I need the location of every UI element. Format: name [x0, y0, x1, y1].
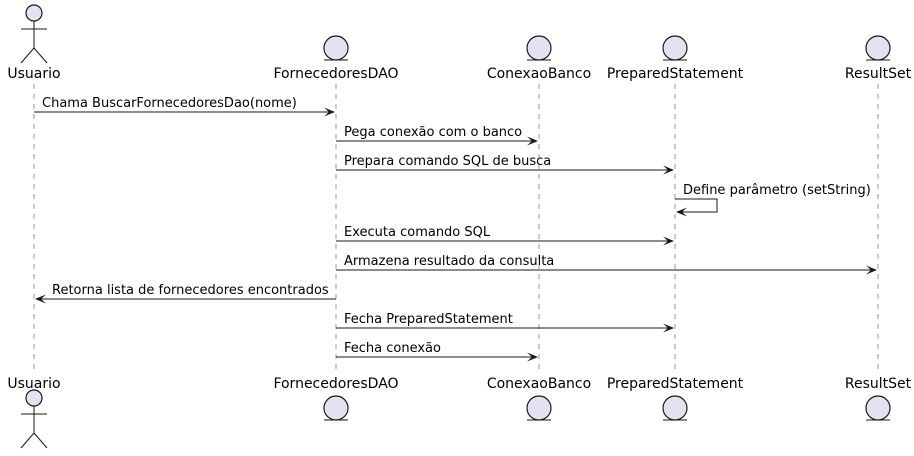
message: Pega conexão com o banco	[336, 125, 538, 146]
participant-name-top: ConexaoBanco	[487, 66, 591, 82]
actor-head-icon	[25, 4, 43, 22]
message: Prepara comando SQL de busca	[336, 154, 674, 175]
entity-icon	[323, 35, 349, 61]
arrowhead	[324, 107, 335, 117]
arrowhead	[663, 236, 674, 246]
self-message-line	[675, 198, 718, 213]
messages: Chama BuscarFornecedoresDao(nome) Pega co…	[34, 96, 877, 362]
entity-icon	[662, 395, 688, 421]
entity-icon	[526, 395, 552, 421]
actor-leg-right	[33, 47, 48, 64]
participant-name-top: PreparedStatement	[607, 66, 744, 82]
participant-name-bottom: ResultSet	[845, 376, 912, 392]
participant-name-top: Usuario	[7, 66, 60, 82]
actor-head-icon	[25, 389, 43, 407]
message: Armazena resultado da consulta	[336, 254, 877, 275]
message-label: Pega conexão com o banco	[344, 125, 522, 140]
message-label: Armazena resultado da consulta	[344, 254, 554, 269]
arrowhead	[676, 207, 687, 217]
arrowhead	[663, 165, 674, 175]
participant-name-bottom: Usuario	[7, 376, 60, 392]
message-label: Retorna lista de fornecedores encontrado…	[52, 283, 329, 298]
participant-name-top: ResultSet	[845, 66, 912, 82]
message-label: Prepara comando SQL de busca	[344, 154, 551, 169]
arrowhead	[527, 136, 538, 146]
arrowhead	[527, 352, 538, 362]
arrowhead	[866, 265, 877, 275]
actor-leg-right	[33, 432, 48, 449]
entity-icon	[865, 35, 891, 61]
message: Fecha PreparedStatement	[336, 312, 674, 333]
arrowhead	[35, 294, 46, 304]
participant-name-bottom: ConexaoBanco	[487, 376, 591, 392]
arrowhead	[663, 323, 674, 333]
participant-name-bottom: FornecedoresDAO	[273, 376, 398, 392]
message: Retorna lista de fornecedores encontrado…	[35, 283, 336, 304]
entity-icon	[323, 395, 349, 421]
participant-name-bottom: PreparedStatement	[607, 376, 744, 392]
lifelines	[33, 84, 879, 370]
message-label: Fecha PreparedStatement	[344, 312, 513, 327]
message-label: Chama BuscarFornecedoresDao(nome)	[42, 96, 297, 111]
participants: UsuarioUsuarioFornecedoresDAOFornecedore…	[7, 4, 912, 449]
entity-icon	[526, 35, 552, 61]
entity-icon	[865, 395, 891, 421]
message-label: Fecha conexão	[344, 341, 441, 356]
message: Chama BuscarFornecedoresDao(nome)	[34, 96, 335, 117]
participant-name-top: FornecedoresDAO	[273, 66, 398, 82]
entity-icon	[662, 35, 688, 61]
message-label: Executa comando SQL	[344, 225, 491, 240]
message: Define parâmetro (setString)	[675, 183, 871, 217]
actor-leg-left	[20, 432, 35, 449]
message-label: Define parâmetro (setString)	[683, 183, 871, 198]
actor-leg-left	[20, 47, 35, 64]
message: Fecha conexão	[336, 341, 538, 362]
message: Executa comando SQL	[336, 225, 674, 246]
participant-dao: FornecedoresDAO FornecedoresDAO	[273, 35, 399, 421]
